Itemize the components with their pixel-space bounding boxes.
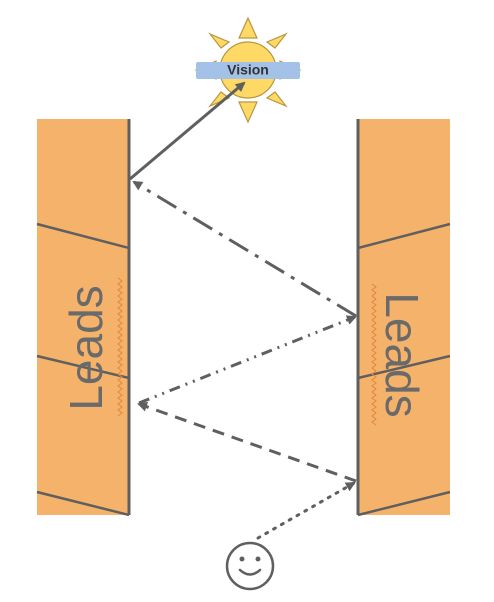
left-leads-column: Leads [36, 119, 131, 517]
right-leads-column: Leads [356, 119, 451, 517]
left-leads-label: Leads [60, 285, 112, 410]
vision-banner [196, 62, 300, 79]
spell-check-squiggle [371, 283, 377, 426]
spell-check-squiggle [117, 277, 123, 417]
arrow-right-to-left-upper [132, 180, 357, 318]
path-arrows [129, 81, 357, 540]
right-leads-label: Leads [376, 292, 428, 417]
arrow-left-to-right-middle [138, 315, 357, 405]
vision-goal: Vision [194, 16, 302, 124]
vision-label: Vision [227, 62, 269, 78]
arrow-right-to-left-lower [137, 401, 357, 483]
arrow-start-to-right [256, 481, 356, 540]
smiley-face-icon [225, 541, 275, 591]
arrow-left-to-vision [129, 81, 246, 181]
